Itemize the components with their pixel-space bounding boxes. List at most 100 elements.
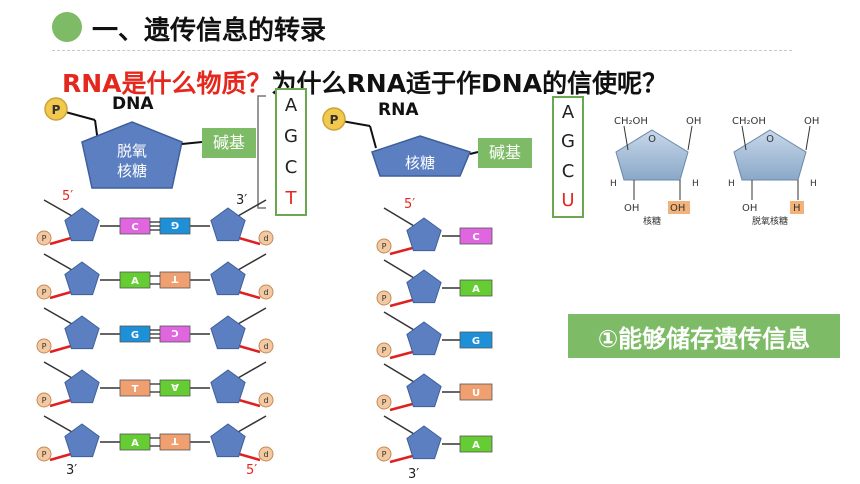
phosphate-right	[258, 230, 274, 246]
backbone-bond	[237, 199, 267, 217]
ribose	[406, 373, 442, 408]
backbone-bond	[383, 259, 415, 279]
sugar-label-line1: 脱氧	[117, 142, 147, 160]
phosphate	[376, 290, 392, 306]
ring-caption: 脱氧核糖	[752, 215, 788, 226]
backbone-bond	[237, 415, 267, 433]
rna-base-label: A	[472, 440, 480, 451]
rna-base-label: U	[472, 388, 480, 399]
base-left	[119, 379, 151, 397]
end-label-3-prime-bottom: 3′	[66, 463, 77, 478]
ring-o: O	[766, 134, 774, 145]
base-right-label: C	[171, 327, 178, 338]
rna-base-3: U	[561, 190, 575, 212]
phosphate-left	[36, 230, 52, 246]
rna-nucleotide-diagram: P 核糖	[322, 107, 479, 177]
base-left	[119, 271, 151, 289]
sugar-ring-diagrams: CH₂OH OH O H H OH OH 核糖 CH₂OH OH O H H O…	[610, 116, 819, 226]
backbone-bond	[237, 307, 267, 325]
question-text: RNA是什么物质？为什么RNA适于作DNA的信使呢？	[62, 64, 667, 100]
dna-base-letters: A G C T	[275, 88, 307, 216]
end-label-5-prime-bottom: 5′	[246, 463, 257, 478]
sugar-label-line2: 核糖	[117, 162, 147, 180]
end-label-5-prime-top: 5′	[62, 189, 73, 204]
dna-label: DNA	[112, 94, 154, 114]
backbone-bond	[43, 253, 73, 271]
base-right	[159, 271, 191, 289]
phosphate-left	[36, 338, 52, 354]
phosphate-left-label: P	[42, 342, 47, 351]
phosphate-label: P	[382, 242, 387, 251]
rna-base-label: G	[472, 336, 480, 347]
phosphate-label: P	[382, 450, 387, 459]
phosphate-left-label: P	[42, 234, 47, 243]
phosphate-label: P	[52, 103, 61, 117]
ring-oh-top: OH	[804, 116, 819, 127]
deoxyribose-pentagon	[81, 121, 183, 189]
dna-base-2: C	[284, 156, 298, 178]
backbone-bond	[383, 207, 415, 227]
dna-nucleotide-diagram: P 脱氧 核糖	[44, 95, 266, 209]
ring-oh-left: OH	[624, 203, 639, 214]
ribose	[406, 321, 442, 356]
rna-base	[459, 383, 493, 401]
deoxyribose-left	[64, 261, 100, 296]
base-left-label: T	[132, 384, 139, 395]
rna-base-letters: A G C U	[552, 96, 584, 218]
phosphate-label: P	[382, 346, 387, 355]
ribose	[406, 217, 442, 252]
phosphate-label: P	[330, 113, 339, 127]
dna-base-1: G	[284, 125, 298, 147]
base-left-label: A	[131, 276, 139, 287]
ring-oh-left: OH	[742, 203, 757, 214]
phosphate-right	[258, 284, 274, 300]
key-point-badge: ①能够储存遗传信息	[568, 314, 840, 358]
phosphate-label: P	[382, 294, 387, 303]
base-right-label: A	[171, 381, 179, 392]
rna-base-0: A	[561, 101, 575, 123]
phosphate-left	[36, 446, 52, 462]
phosphate-right-label: d	[263, 450, 268, 459]
phosphate-bond	[369, 125, 377, 149]
ring-caption: 核糖	[643, 215, 661, 226]
deoxyribose-right	[210, 261, 246, 296]
ring-bond	[805, 125, 811, 151]
glycosidic-bond	[469, 151, 479, 155]
dna-base-3: T	[285, 187, 297, 209]
end-label-5-prime: 5′	[404, 197, 415, 212]
ring-oh-right: OH	[670, 203, 685, 214]
phosphate-right	[258, 446, 274, 462]
rna-base-1: G	[561, 131, 575, 153]
phosphate-circle	[44, 97, 68, 121]
phosphate-label: P	[382, 398, 387, 407]
base-right-label: G	[171, 219, 179, 230]
backbone-bond	[43, 199, 73, 217]
phosphate-left	[36, 392, 52, 408]
phosphate-right-label: d	[263, 234, 268, 243]
ring-bond	[623, 125, 629, 151]
rna-base-label: C	[472, 232, 479, 243]
rna-base	[459, 227, 493, 245]
backbone-bond	[383, 415, 415, 435]
phosphate	[376, 446, 392, 462]
ring-shape	[733, 129, 807, 181]
rna-base	[459, 279, 493, 297]
ring-oh-top: OH	[686, 116, 701, 127]
rna-base-box: 碱基	[478, 138, 532, 168]
title-bullet	[52, 12, 82, 42]
phosphate-left	[36, 284, 52, 300]
ring-bond	[741, 125, 747, 151]
ring-c5: CH₂OH	[614, 116, 648, 127]
bases-bracket	[257, 95, 266, 209]
phosphate	[376, 238, 392, 254]
deoxyribose-right	[210, 315, 246, 350]
backbone-bond	[237, 361, 267, 379]
ring-h: H	[810, 179, 817, 189]
ring-h: H	[610, 179, 617, 189]
ribose-ring: CH₂OH OH O H H OH OH 核糖	[610, 116, 701, 226]
ring-bond	[687, 125, 693, 151]
rna-base-label: A	[472, 284, 480, 295]
ribose-pentagon	[371, 135, 472, 177]
base-right-label: T	[171, 435, 178, 446]
